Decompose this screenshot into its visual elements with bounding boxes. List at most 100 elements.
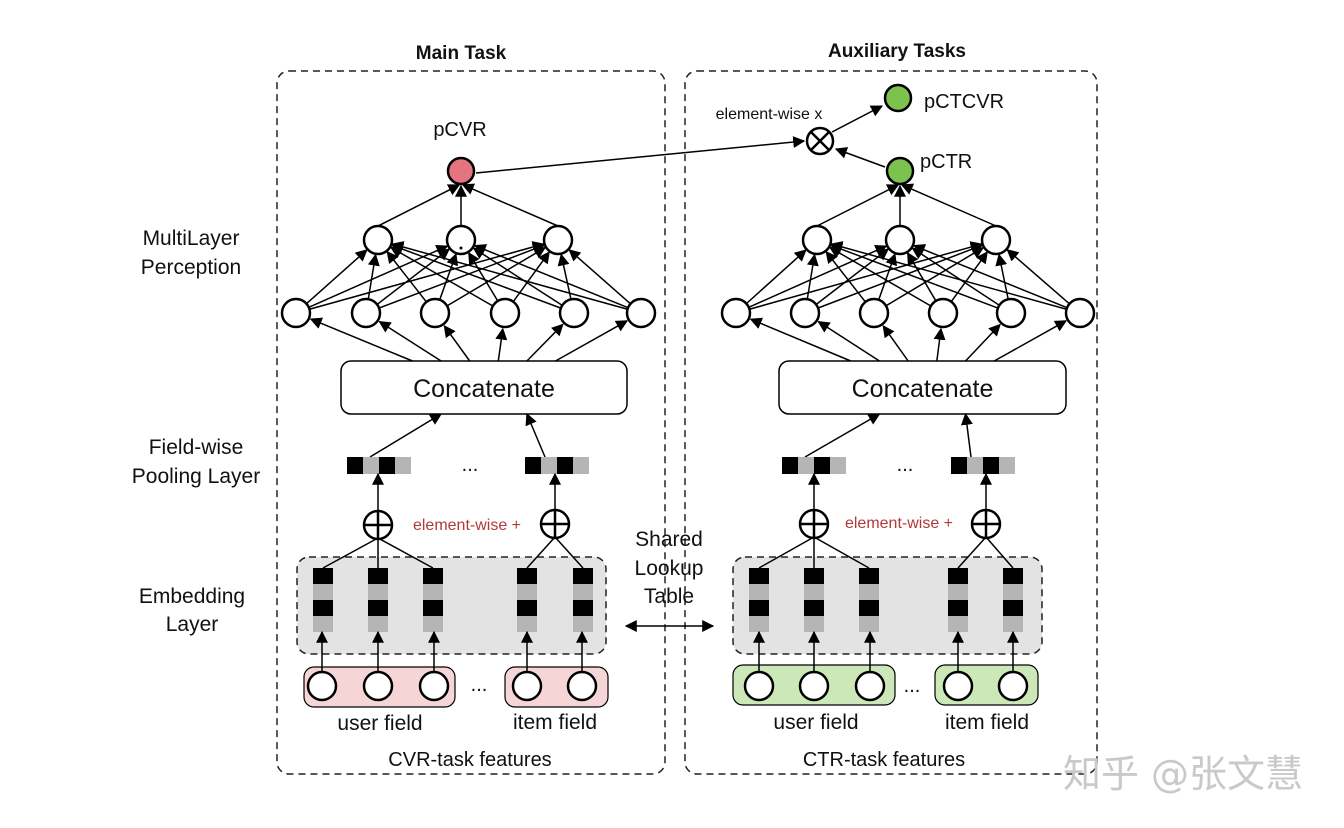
concatenate-box bbox=[778, 360, 1067, 415]
embedding-cell bbox=[573, 568, 593, 584]
embedding-cell bbox=[573, 600, 593, 616]
embedding-cell bbox=[859, 600, 879, 616]
mlp-edge bbox=[877, 253, 897, 301]
embedding-to-sum-edge bbox=[985, 536, 1014, 569]
embedding-cell bbox=[368, 600, 388, 616]
hidden-node bbox=[625, 297, 657, 329]
embedding-cell bbox=[948, 600, 968, 616]
mlp-edge bbox=[512, 251, 550, 303]
embedding-to-sum-edge bbox=[957, 536, 987, 569]
mlp-edge bbox=[900, 183, 997, 227]
concatenate-box bbox=[340, 360, 628, 415]
input-feature-node bbox=[743, 670, 775, 702]
mlp-edge bbox=[911, 247, 1000, 306]
concat-edge bbox=[443, 324, 471, 362]
embedding-cell bbox=[749, 616, 769, 632]
hidden-node bbox=[858, 297, 890, 329]
embedding-cell bbox=[859, 616, 879, 632]
hidden-node bbox=[995, 297, 1027, 329]
element-wise-product-node bbox=[805, 126, 835, 156]
mlp-edge bbox=[305, 249, 368, 305]
mlp-edge bbox=[806, 253, 819, 300]
embedding-cell bbox=[423, 600, 443, 616]
pctr-to-product-edge bbox=[834, 147, 886, 168]
input-ellipsis: ... bbox=[904, 675, 921, 697]
embedding-cell bbox=[1003, 616, 1023, 632]
embedding-to-sum-edge bbox=[377, 537, 434, 569]
embedding-cell bbox=[423, 568, 443, 584]
pooled-embedding-cell bbox=[557, 457, 573, 474]
user-field-label: user field bbox=[337, 712, 422, 735]
embedding-to-sum-edge bbox=[322, 537, 379, 569]
mlp-edge bbox=[1006, 249, 1070, 305]
main-task-network: Concatenate...element-wise +...user fiel… bbox=[280, 183, 657, 771]
concat-edge bbox=[993, 320, 1068, 362]
embedding-cell bbox=[948, 584, 968, 600]
pooled-embedding-cell bbox=[379, 457, 395, 474]
pooled-embedding-cell bbox=[525, 457, 541, 474]
embedding-cell bbox=[804, 584, 824, 600]
mlp-edge bbox=[308, 244, 449, 309]
mlp-edge bbox=[391, 241, 628, 310]
hidden-node bbox=[558, 297, 590, 329]
hidden-node bbox=[280, 297, 312, 329]
mlp-edge bbox=[995, 253, 1009, 300]
mlp-edge bbox=[461, 183, 559, 227]
hidden-node bbox=[720, 297, 752, 329]
embedding-cell bbox=[1003, 568, 1023, 584]
embedding-label-line2: Layer bbox=[166, 613, 219, 636]
embedding-cell bbox=[749, 584, 769, 600]
pooled-ellipsis: ... bbox=[897, 454, 914, 476]
embedding-cell bbox=[313, 568, 333, 584]
input-feature-node bbox=[511, 670, 543, 702]
pooled-ellipsis: ... bbox=[462, 454, 479, 476]
pooled-embedding-cell bbox=[573, 457, 589, 474]
main-task-title: Main Task bbox=[416, 43, 507, 64]
pooled-embedding-cell bbox=[951, 457, 967, 474]
embedding-cell bbox=[368, 568, 388, 584]
mlp-edge bbox=[749, 241, 983, 310]
embedding-cell bbox=[948, 568, 968, 584]
input-ellipsis: ... bbox=[471, 674, 488, 696]
concat-edge bbox=[965, 323, 1001, 362]
pcvr-node bbox=[446, 156, 476, 186]
shared-label-line2: Lookup bbox=[635, 557, 704, 580]
embedding-cell bbox=[573, 616, 593, 632]
pctcvr-label: pCTCVR bbox=[924, 91, 1004, 113]
mlp-edge bbox=[557, 253, 572, 300]
mlp-edge bbox=[472, 247, 563, 307]
embedding-cell bbox=[859, 584, 879, 600]
shared-label-line3: Table bbox=[644, 585, 694, 608]
pooled-embedding-cell bbox=[798, 457, 814, 474]
mlp-edge bbox=[906, 251, 937, 302]
shared-label-line1: Shared bbox=[635, 528, 703, 551]
input-feature-node bbox=[942, 670, 974, 702]
pooled-embedding-cell bbox=[814, 457, 830, 474]
auxiliary-task-network: Concatenate...element-wise +...user fiel… bbox=[720, 183, 1096, 771]
embedding-cell bbox=[948, 616, 968, 632]
embedding-cell bbox=[859, 568, 879, 584]
input-feature-node bbox=[997, 670, 1029, 702]
task-features-label: CTR-task features bbox=[803, 749, 965, 771]
concatenate-label: Concatenate bbox=[413, 375, 555, 403]
element-wise-sum-node bbox=[798, 508, 830, 540]
mlp-edge bbox=[912, 244, 1068, 309]
pctr-label: pCTR bbox=[920, 151, 972, 173]
mlp-edge bbox=[390, 243, 562, 309]
pooled-embedding-cell bbox=[999, 457, 1015, 474]
dot bbox=[459, 246, 463, 250]
embedding-cell bbox=[804, 616, 824, 632]
mlp-edge bbox=[377, 184, 461, 227]
concat-edge bbox=[309, 317, 413, 362]
embedding-label-line1: Embedding bbox=[139, 585, 245, 608]
mlp-edge bbox=[378, 243, 546, 309]
pooled-embedding-cell bbox=[363, 457, 379, 474]
embedding-layer-box bbox=[296, 556, 607, 655]
embedding-cell bbox=[368, 616, 388, 632]
element-wise-product-annotation: element-wise x bbox=[716, 106, 823, 123]
embedding-to-sum-edge bbox=[554, 536, 584, 569]
pooling-label-line2: Pooling Layer bbox=[132, 465, 260, 488]
mlp-label-line1: MultiLayer bbox=[143, 227, 240, 250]
embedding-cell bbox=[517, 616, 537, 632]
hidden-node bbox=[980, 224, 1012, 256]
